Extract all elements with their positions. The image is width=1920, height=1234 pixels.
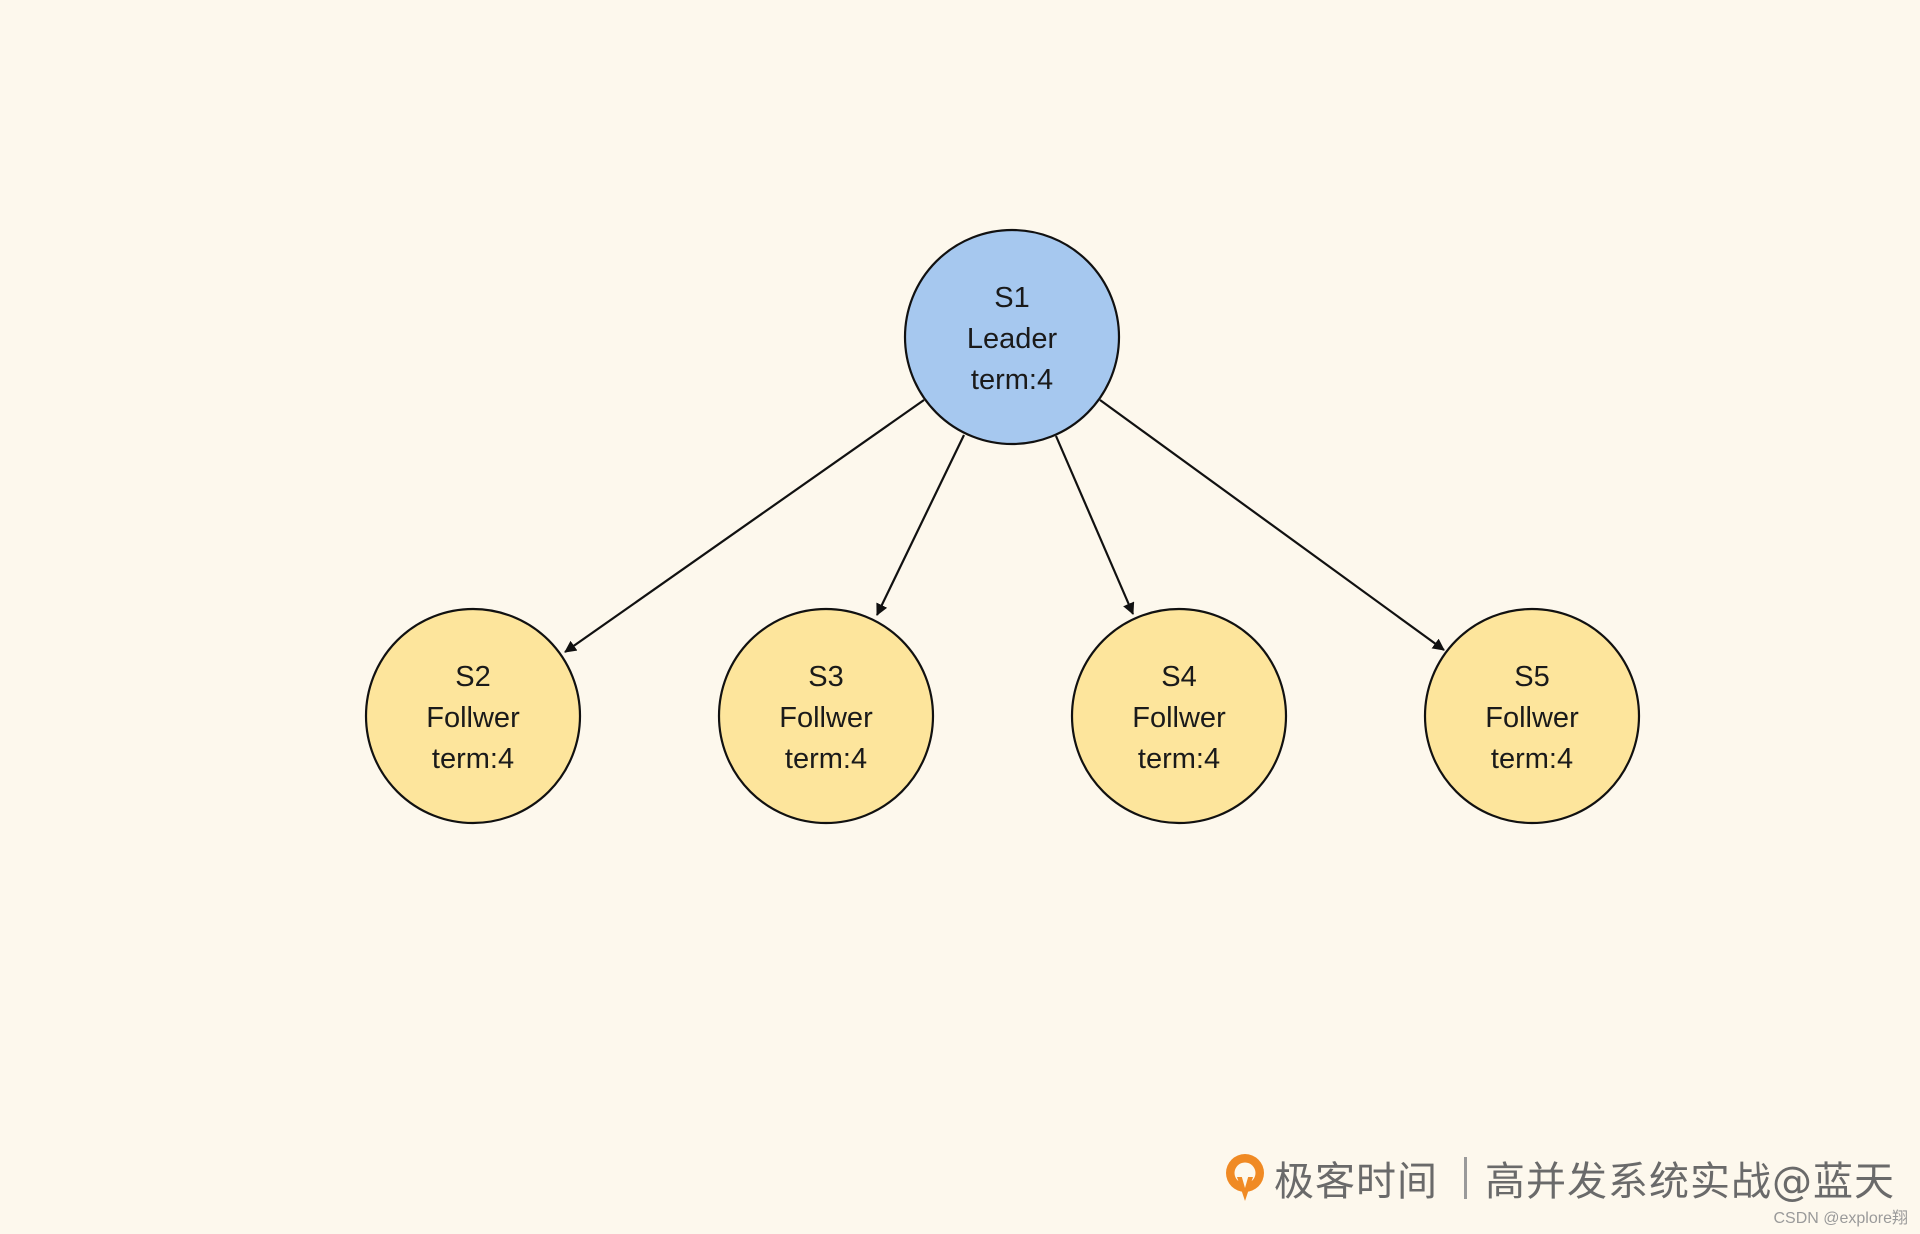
node-s4-term: term:4 [1138, 743, 1220, 775]
node-s2-role: Follwer [426, 702, 520, 734]
edge-s1-s4 [1054, 435, 1135, 615]
node-s3-name: S3 [808, 661, 843, 693]
node-s4-role: Follwer [1132, 702, 1226, 734]
node-s2-circle [364, 607, 582, 825]
node-s1-name: S1 [994, 282, 1029, 314]
node-s5-name: S5 [1514, 661, 1549, 693]
edge-s1-s3 [876, 434, 965, 616]
node-s3-circle [717, 607, 935, 825]
source-watermark: CSDN @explore翔 [1773, 1210, 1908, 1227]
node-s1: S1 Leader term:4 [903, 228, 1121, 446]
node-s5-role: Follwer [1485, 702, 1579, 734]
node-s4-circle [1070, 607, 1288, 825]
brand-name: 极客时间 [1274, 1159, 1438, 1205]
geektime-logo-icon [1226, 1154, 1264, 1201]
node-s2: S2 Follwer term:4 [364, 607, 582, 825]
edge-s1-s2 [564, 399, 925, 653]
node-s1-term: term:4 [971, 364, 1053, 396]
node-s5: S5 Follwer term:4 [1423, 607, 1641, 825]
brand-divider [1464, 1157, 1467, 1199]
brand-footer: 极客时间 高并发系统实战@蓝天 [1222, 1150, 1895, 1206]
node-s1-role: Leader [967, 323, 1058, 355]
node-s5-term: term:4 [1491, 743, 1573, 775]
node-s3-term: term:4 [785, 743, 867, 775]
node-s2-term: term:4 [432, 743, 514, 775]
node-s4: S4 Follwer term:4 [1070, 607, 1288, 825]
node-s2-name: S2 [455, 661, 490, 693]
node-s1-circle [903, 228, 1121, 446]
edge-s1-s5 [1099, 399, 1445, 651]
node-s4-name: S4 [1161, 661, 1196, 693]
brand-course-title: 高并发系统实战@蓝天 [1485, 1159, 1895, 1205]
node-s3: S3 Follwer term:4 [717, 607, 935, 825]
node-s5-circle [1423, 607, 1641, 825]
node-s3-role: Follwer [779, 702, 873, 734]
